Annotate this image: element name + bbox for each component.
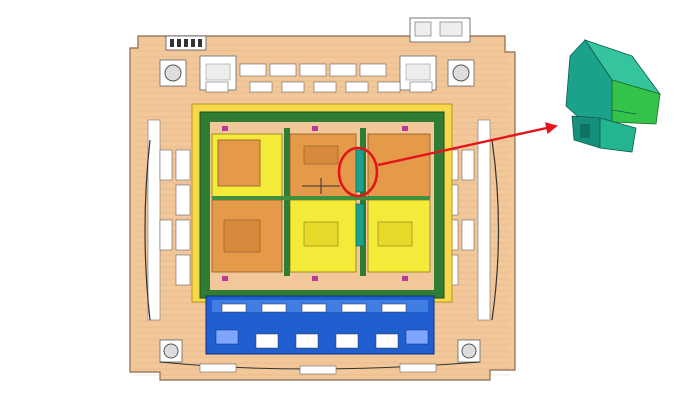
slider-insert-3d-part: [565, 39, 662, 153]
highlight-circle: [337, 146, 379, 198]
top-label-blocks: [199, 55, 437, 93]
corner-screws: [159, 59, 481, 363]
blue-ejector-block: [205, 295, 435, 355]
left-connector-column: [147, 119, 191, 321]
cavity-blocks: [211, 126, 431, 281]
callout-arrow: [377, 122, 558, 167]
bottom-edge-details: [159, 361, 481, 375]
top-connector-block: [165, 17, 471, 51]
